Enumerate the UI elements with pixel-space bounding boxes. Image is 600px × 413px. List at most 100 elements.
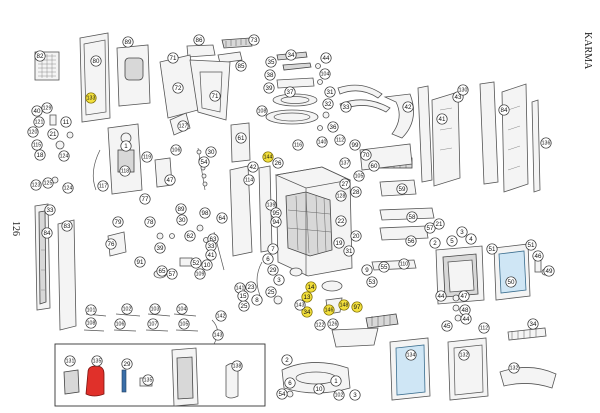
callout-1: 1: [330, 375, 342, 387]
callout-label: 20: [353, 233, 360, 240]
callout-label: 8: [255, 297, 259, 304]
callout-label: 47: [167, 177, 174, 184]
callout-116: 116: [292, 139, 304, 151]
callout-label: 13: [304, 294, 311, 301]
callout-label: 148: [340, 302, 349, 308]
callout-49: 49: [543, 265, 555, 277]
part-pellet-hopper: [159, 54, 231, 121]
callout-47: 47: [458, 290, 470, 302]
callout-99: 99: [349, 139, 361, 151]
callout-label: 91: [137, 259, 144, 266]
callout-125: 125: [42, 177, 54, 189]
callout-label: 38: [267, 72, 274, 79]
callout-26: 26: [272, 157, 284, 169]
callout-label: 34: [304, 309, 311, 316]
callout-label: 46: [535, 253, 542, 260]
callout-label: 144: [264, 154, 273, 160]
part-long-side-panels: [34, 203, 77, 331]
part-baffles: [337, 84, 414, 139]
callout-41: 41: [436, 113, 448, 125]
callout-135: 135: [142, 374, 154, 386]
callout-144: 144: [262, 151, 274, 163]
callout-55: 55: [378, 261, 390, 273]
callout-label: 34: [530, 321, 537, 328]
callout-73: 73: [248, 34, 260, 46]
callout-label: 106: [116, 321, 125, 327]
callout-label: 7: [271, 246, 275, 253]
callout-label: 116: [294, 142, 302, 148]
callout-label: 94: [273, 219, 280, 226]
callout-label: 76: [108, 241, 115, 248]
callout-25: 25: [265, 286, 277, 298]
callout-86: 86: [193, 34, 205, 46]
callout-101: 101: [85, 304, 97, 316]
callout-128: 128: [335, 190, 347, 202]
callout-123: 123: [30, 179, 42, 191]
callout-label: 2: [433, 240, 437, 247]
callout-85: 85: [235, 60, 247, 72]
callout-10: 10: [201, 259, 213, 271]
callout-label: 60: [371, 163, 378, 170]
callout-label: 104: [321, 71, 330, 77]
callout-62: 62: [184, 230, 196, 242]
callout-label: 102: [123, 306, 132, 312]
callout-label: 30: [208, 149, 215, 156]
callout-40: 40: [31, 105, 43, 117]
callout-134: 134: [405, 349, 417, 361]
callout-label: 65: [159, 268, 166, 275]
callout-label: 139: [267, 202, 276, 208]
part-side-profiles: [417, 81, 541, 193]
callout-35: 35: [265, 56, 277, 68]
callout-label: 120: [29, 129, 38, 135]
callout-label: 29: [270, 267, 277, 274]
callout-46: 46: [532, 250, 544, 262]
callout-label: 133: [87, 95, 96, 101]
callout-108: 108: [85, 317, 97, 329]
callout-120: 120: [27, 126, 39, 138]
callout-label: 42: [250, 164, 257, 171]
callout-47: 47: [164, 174, 176, 186]
callout-89: 89: [175, 203, 187, 215]
callout-19: 19: [333, 237, 345, 249]
callout-label: 85: [238, 63, 245, 70]
callout-23: 23: [245, 281, 257, 293]
callout-label: 45: [444, 323, 451, 330]
callout-52: 52: [190, 257, 202, 269]
callout-label: 109: [196, 271, 205, 277]
callout-label: 33: [47, 207, 54, 214]
callout-97: 97: [351, 301, 363, 313]
callout-122: 122: [314, 319, 326, 331]
callout-18: 18: [34, 149, 46, 161]
callout-label: 3: [277, 277, 281, 284]
callout-label: 114: [245, 177, 253, 183]
callout-30: 30: [205, 146, 217, 158]
callout-label: 39: [157, 245, 164, 252]
callout-label: 61: [238, 135, 245, 142]
callout-71: 71: [167, 52, 179, 64]
part-door-glass-50: [493, 243, 531, 301]
callout-59: 59: [396, 183, 408, 195]
callout-25: 25: [238, 300, 250, 312]
callout-89: 89: [122, 36, 134, 48]
callout-label: 57: [169, 271, 176, 278]
callout-130: 130: [457, 84, 469, 96]
callout-label: 42: [405, 104, 412, 111]
callout-label: 35: [268, 59, 275, 66]
callout-9: 9: [361, 264, 373, 276]
callout-109: 109: [194, 268, 206, 280]
callout-label: 84: [44, 230, 51, 237]
callout-54: 54: [276, 388, 288, 400]
callout-112: 112: [478, 322, 490, 334]
callout-14: 14: [305, 281, 317, 293]
callout-label: 51: [489, 246, 496, 253]
callout-label: 137: [341, 160, 350, 166]
callout-10: 10: [313, 383, 325, 395]
callout-label: 128: [337, 193, 346, 199]
callout-label: 136: [542, 140, 551, 146]
callout-label: 112: [480, 325, 488, 331]
callout-79: 79: [112, 216, 124, 228]
callout-11: 11: [60, 116, 72, 128]
callout-label: 40: [34, 108, 41, 115]
callout-76: 76: [105, 238, 117, 250]
